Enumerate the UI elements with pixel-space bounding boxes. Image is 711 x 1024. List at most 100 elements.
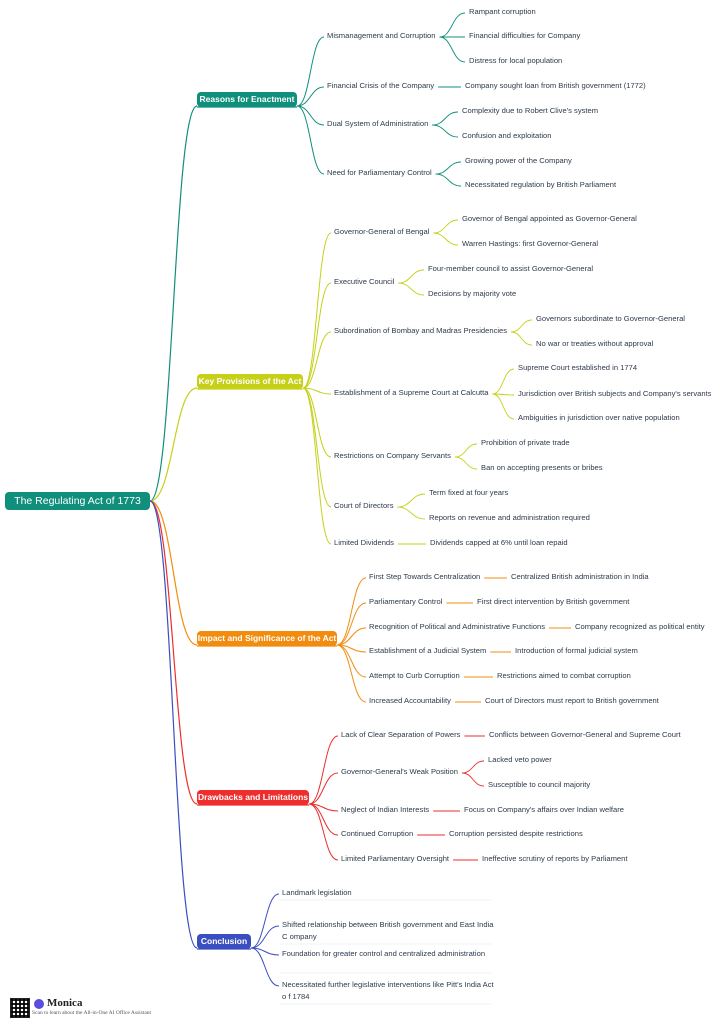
topic-impact-4[interactable]: Attempt to Curb Corruption	[369, 671, 460, 680]
topic-impact-3[interactable]: Establishment of a Judicial System	[369, 646, 487, 655]
topic-provisions-1[interactable]: Executive Council	[334, 277, 395, 286]
subtopic-provisions-5-1[interactable]: Reports on revenue and administration re…	[429, 513, 590, 522]
subtopic-impact-0-0[interactable]: Centralized British administration in In…	[511, 572, 649, 581]
subtopic-provisions-6-0[interactable]: Dividends capped at 6% until loan repaid	[430, 538, 568, 547]
subtopic-drawbacks-2-0[interactable]: Focus on Company's affairs over Indian w…	[464, 805, 625, 814]
subtopic-impact-4-0[interactable]: Restrictions aimed to combat corruption	[497, 671, 631, 680]
topic-impact-5[interactable]: Increased Accountability	[369, 696, 451, 705]
branch-connector-reasons	[149, 105, 198, 502]
item-connector-conclusion-3	[250, 947, 280, 987]
subtopic-reasons-1-0[interactable]: Company sought loan from British governm…	[465, 81, 646, 90]
item-connector-provisions-2	[302, 331, 332, 389]
subtopic-provisions-2-0[interactable]: Governors subordinate to Governor-Genera…	[536, 314, 685, 323]
branch-connector-impact	[149, 500, 198, 646]
item-connector-provisions-6	[302, 387, 332, 545]
branch-connector-conclusion	[149, 500, 198, 949]
subtopic-drawbacks-0-0[interactable]: Conflicts between Governor-General and S…	[489, 730, 681, 739]
item-connector-provisions-3	[302, 387, 332, 395]
subtopic-provisions-3-0[interactable]: Supreme Court established in 1774	[518, 363, 638, 372]
branch-connector-drawbacks	[149, 500, 198, 805]
item-connector-reasons-1	[296, 86, 325, 107]
item-connector-reasons-2	[296, 105, 325, 126]
topic-reasons-1[interactable]: Financial Crisis of the Company	[327, 81, 435, 90]
leaf-connector-provisions-1-0	[398, 269, 425, 284]
qr-code-icon	[10, 998, 30, 1018]
leaf-connector-provisions-3-2	[492, 393, 515, 420]
topic-reasons-2[interactable]: Dual System of Administration	[327, 119, 429, 128]
topic-conclusion-2[interactable]: Foundation for greater control and centr…	[282, 949, 486, 958]
topic-provisions-2[interactable]: Subordination of Bombay and Madras Presi…	[334, 326, 508, 335]
subtopic-impact-2-0[interactable]: Company recognized as political entity	[575, 622, 705, 631]
subtopic-reasons-2-1[interactable]: Confusion and exploitation	[462, 131, 552, 140]
subtopic-provisions-3-1[interactable]: Jurisdiction over British subjects and C…	[518, 389, 711, 398]
branch-conclusion[interactable]: Conclusion	[197, 934, 251, 949]
item-connector-provisions-0	[302, 232, 332, 389]
leaf-connector-provisions-4-0	[454, 443, 478, 458]
leaf-connector-reasons-3-1	[435, 173, 462, 187]
item-connector-provisions-1	[302, 282, 332, 389]
topic-impact-1[interactable]: Parliamentary Control	[369, 597, 443, 606]
topic-drawbacks-2[interactable]: Neglect of Indian Interests	[341, 805, 430, 814]
subtopic-reasons-3-1[interactable]: Necessitated regulation by British Parli…	[465, 180, 617, 189]
item-connector-drawbacks-1	[308, 772, 339, 805]
subtopic-reasons-2-0[interactable]: Complexity due to Robert Clive's system	[462, 106, 599, 115]
subtopic-provisions-1-0[interactable]: Four-member council to assist Governor-G…	[428, 264, 594, 273]
subtopic-provisions-4-0[interactable]: Prohibition of private trade	[481, 438, 570, 447]
branch-reasons[interactable]: Reasons for Enactment	[197, 92, 297, 107]
subtopic-drawbacks-1-0[interactable]: Lacked veto power	[488, 755, 552, 764]
topic-conclusion-3[interactable]: Necessitated further legislative interve…	[282, 980, 494, 1001]
root-node[interactable]: The Regulating Act of 1773	[5, 492, 150, 510]
subtopic-impact-1-0[interactable]: First direct intervention by British gov…	[477, 597, 630, 606]
leaf-connector-provisions-0-1	[433, 232, 459, 246]
topic-provisions-0[interactable]: Governor-General of Bengal	[334, 227, 430, 236]
subtopic-impact-5-0[interactable]: Court of Directors must report to Britis…	[485, 696, 659, 705]
subtopic-drawbacks-4-0[interactable]: Ineffective scrutiny of reports by Parli…	[482, 854, 628, 863]
subtopic-provisions-2-1[interactable]: No war or treaties without approval	[536, 339, 654, 348]
subtopic-provisions-5-0[interactable]: Term fixed at four years	[429, 488, 509, 497]
topic-conclusion-1[interactable]: Shifted relationship between British gov…	[282, 920, 494, 941]
topic-reasons-3[interactable]: Need for Parliamentary Control	[327, 168, 432, 177]
subtopic-provisions-1-1[interactable]: Decisions by majority vote	[428, 289, 517, 298]
item-connector-drawbacks-4	[308, 803, 339, 861]
subtopic-reasons-0-2[interactable]: Distress for local population	[469, 56, 563, 65]
topic-drawbacks-3[interactable]: Continued Corruption	[341, 829, 414, 838]
topic-provisions-3[interactable]: Establishment of a Supreme Court at Calc…	[334, 388, 489, 397]
branch-connector-provisions	[149, 387, 198, 502]
subtopic-provisions-3-2[interactable]: Ambiguities in jurisdiction over native …	[518, 413, 680, 422]
leaf-connector-reasons-0-2	[439, 36, 466, 63]
topic-drawbacks-0[interactable]: Lack of Clear Separation of Powers	[341, 730, 461, 739]
subtopic-drawbacks-1-1[interactable]: Susceptible to council majority	[488, 780, 591, 789]
topic-conclusion-0[interactable]: Landmark legislation	[282, 888, 352, 897]
branch-impact[interactable]: Impact and Significance of the Act	[197, 631, 337, 646]
subtopic-provisions-0-1[interactable]: Warren Hastings: first Governor-General	[462, 239, 599, 248]
topic-provisions-5[interactable]: Court of Directors	[334, 501, 394, 510]
leaf-connector-provisions-2-0	[511, 319, 533, 333]
leaf-connector-provisions-5-0	[397, 493, 426, 508]
subtopic-reasons-3-0[interactable]: Growing power of the Company	[465, 156, 572, 165]
topic-provisions-4[interactable]: Restrictions on Company Servants	[334, 451, 451, 460]
topic-reasons-0[interactable]: Mismanagement and Corruption	[327, 31, 436, 40]
subtopic-reasons-0-1[interactable]: Financial difficulties for Company	[469, 31, 581, 40]
branch-drawbacks[interactable]: Drawbacks and Limitations	[197, 790, 309, 805]
item-connector-impact-1	[336, 602, 367, 646]
item-connector-conclusion-1	[250, 925, 280, 949]
topic-impact-0[interactable]: First Step Towards Centralization	[369, 572, 481, 581]
item-connector-reasons-0	[296, 36, 325, 107]
subtopic-provisions-0-0[interactable]: Governor of Bengal appointed as Governor…	[462, 214, 637, 223]
branch-provisions[interactable]: Key Provisions of the Act	[197, 374, 303, 389]
topic-provisions-6[interactable]: Limited Dividends	[334, 538, 394, 547]
subtopic-impact-3-0[interactable]: Introduction of formal judicial system	[515, 646, 638, 655]
item-connector-impact-0	[336, 577, 367, 646]
leaf-connector-provisions-0-0	[433, 219, 459, 234]
leaf-connector-drawbacks-1-0	[461, 760, 485, 774]
item-connector-conclusion-0	[250, 893, 280, 949]
subtopic-drawbacks-3-0[interactable]: Corruption persisted despite restriction…	[449, 829, 583, 838]
item-connector-provisions-4	[302, 387, 332, 458]
leaf-connector-provisions-1-1	[398, 282, 425, 296]
subtopic-reasons-0-0[interactable]: Rampant corruption	[469, 7, 536, 16]
topic-impact-2[interactable]: Recognition of Political and Administrat…	[369, 622, 546, 631]
topic-drawbacks-1[interactable]: Governor-General's Weak Position	[341, 767, 458, 776]
subtopic-provisions-4-1[interactable]: Ban on accepting presents or bribes	[481, 463, 603, 472]
topic-drawbacks-4[interactable]: Limited Parliamentary Oversight	[341, 854, 450, 863]
